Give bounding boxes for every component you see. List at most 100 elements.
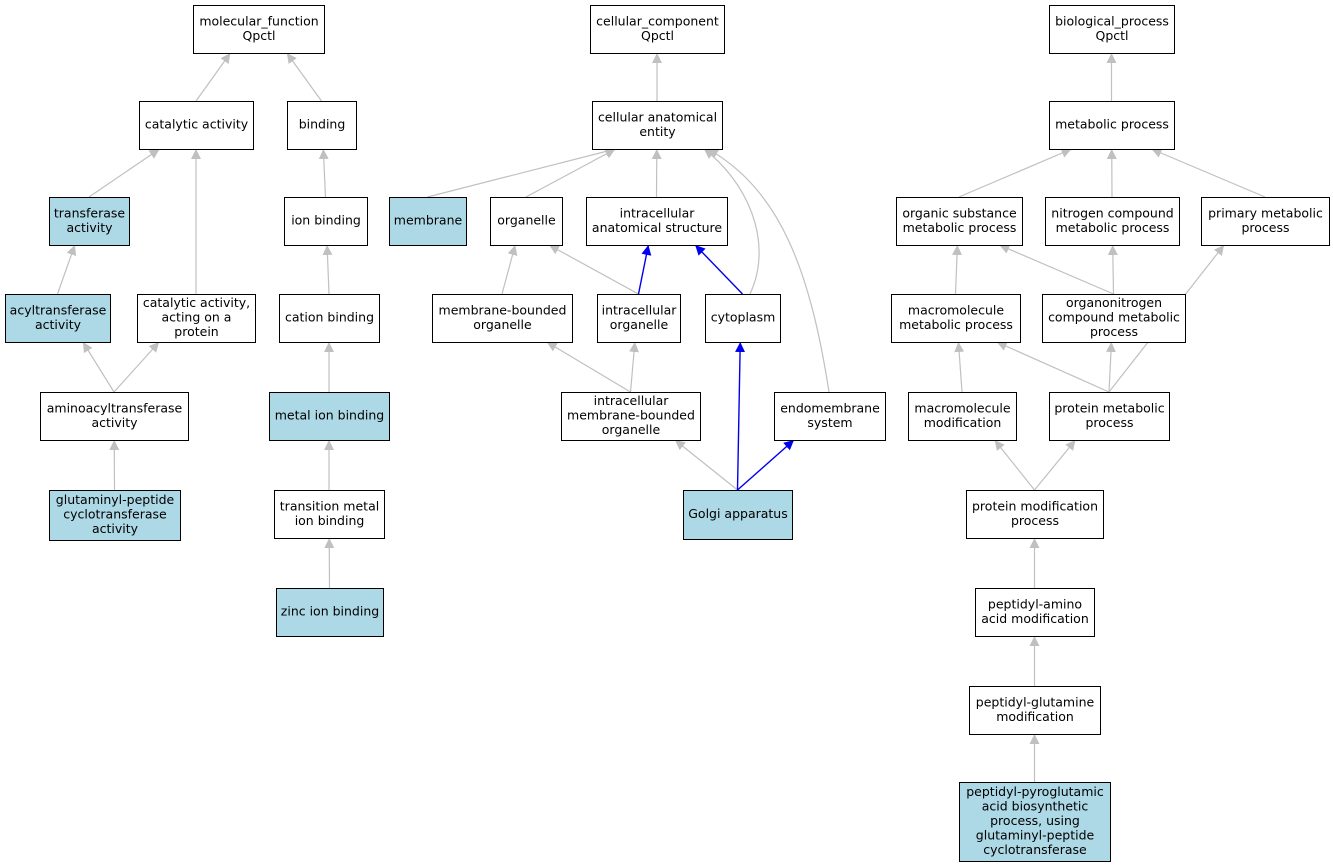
node-label: process, using: [990, 813, 1080, 828]
node-box: [969, 686, 1101, 735]
node-label: modification: [996, 709, 1074, 724]
node-box: [966, 490, 1104, 539]
node-label: Qpctl: [1095, 28, 1128, 43]
node-label: process: [1241, 220, 1289, 235]
node-label: ion binding: [295, 513, 365, 528]
edge-oncmp-to-ncmp: [1107, 244, 1118, 295]
node-box: [1049, 392, 1170, 441]
node-label: cation binding: [285, 310, 374, 325]
node-label: metabolic process: [903, 220, 1017, 235]
node-box: [139, 101, 254, 150]
node-box: [959, 782, 1111, 862]
node-label: acid biosynthetic: [982, 799, 1089, 814]
node-label: peptidyl-amino: [988, 596, 1082, 611]
edge-imbo-to-io: [629, 341, 640, 393]
node-box: [490, 197, 563, 246]
node-metalion: metal ion binding: [269, 392, 390, 441]
node-label: cellular_component: [596, 13, 719, 28]
node-label: intracellular: [620, 205, 696, 220]
node-box: [432, 294, 573, 343]
node-label: glutaminyl-peptide: [976, 828, 1095, 843]
node-box: [274, 490, 385, 539]
node-label: ion binding: [291, 213, 361, 228]
node-box: [908, 392, 1017, 441]
node-label: nitrogen compound: [1051, 205, 1173, 220]
node-label: catalytic activity: [145, 117, 249, 132]
edge-pmod-to-mm: [994, 439, 1035, 491]
node-label: metal ion binding: [275, 408, 385, 423]
edge-imbo-to-mbo: [546, 341, 631, 393]
node-label: anatomical structure: [592, 220, 722, 235]
node-label: process: [1011, 513, 1059, 528]
node-metabolic: metabolic process: [1049, 101, 1175, 150]
node-box: [597, 294, 681, 343]
node-label: aminoacyltransferase: [47, 400, 183, 415]
node-box: [774, 392, 886, 441]
node-box: [1042, 294, 1186, 343]
node-label: organonitrogen: [1066, 295, 1162, 310]
node-cation: cation binding: [279, 294, 380, 343]
node-label: organelle: [473, 317, 532, 332]
node-label: membrane-bounded: [439, 302, 567, 317]
node-label: Qpctl: [242, 28, 275, 43]
node-box: [279, 294, 380, 343]
node-label: Golgi apparatus: [688, 506, 788, 521]
node-label: entity: [639, 124, 676, 139]
node-label: activity: [91, 415, 138, 430]
node-organelle: organelle: [490, 197, 563, 246]
node-box: [137, 294, 256, 343]
node-label: acting on a: [162, 310, 232, 325]
edge-cytoplasm-to-ias: [694, 244, 744, 295]
node-box: [40, 392, 189, 441]
node-box: [49, 490, 181, 541]
node-box: [705, 294, 781, 343]
node-label: system: [807, 415, 852, 430]
edge-golgi-to-cytoplasm: [735, 341, 746, 491]
node-label: intracellular: [602, 302, 678, 317]
node-label: organelle: [602, 422, 661, 437]
node-box: [269, 392, 390, 441]
node-box: [276, 588, 384, 637]
node-label: acid modification: [981, 611, 1089, 626]
node-box: [592, 101, 723, 150]
node-label: activity: [92, 521, 139, 536]
edge-mbo-to-organelle: [501, 244, 518, 295]
node-cytoplasm: cytoplasm: [705, 294, 781, 343]
node-box: [891, 294, 1021, 343]
node-box: [561, 392, 701, 441]
node-box: [586, 197, 728, 246]
node-label: zinc ion binding: [281, 604, 379, 619]
node-box: [389, 197, 467, 246]
node-label: metabolic process: [1056, 220, 1170, 235]
edge-osmp-to-metabolic: [958, 148, 1072, 198]
node-label: macromolecule: [914, 400, 1010, 415]
node-label: cellular anatomical: [598, 109, 717, 124]
node-box: [896, 197, 1023, 246]
node-box: [1049, 101, 1175, 150]
edge-membrane-to-cae: [427, 146, 616, 198]
edge-io-to-organelle: [548, 244, 639, 295]
node-label: Qpctl: [641, 28, 674, 43]
node-label: peptidyl-glutamine: [976, 694, 1095, 709]
node-label: compound metabolic: [1048, 310, 1180, 325]
node-label: catalytic activity,: [143, 295, 250, 310]
edge-cation-to-ionbinding: [322, 244, 333, 295]
node-box: [287, 101, 357, 150]
node-label: biological_process: [1055, 13, 1169, 28]
node-golgi: Golgi apparatus: [683, 490, 793, 540]
node-label: metabolic process: [899, 317, 1013, 332]
node-label: acyltransferase: [10, 302, 107, 317]
node-gpct: glutaminyl-peptidecyclotransferaseactivi…: [49, 490, 181, 541]
